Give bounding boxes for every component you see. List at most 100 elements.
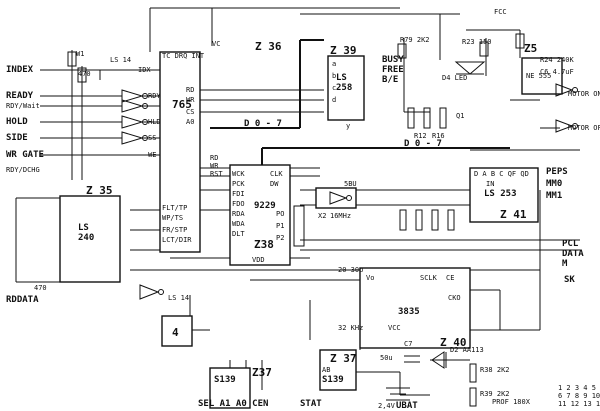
z39-ref: Z 39 <box>330 44 357 57</box>
sig-rd: RD <box>210 154 218 162</box>
chip-z35 <box>59 195 121 283</box>
pin-dw: DW <box>270 180 279 188</box>
pin-wck: WCK <box>232 170 245 178</box>
pin-ss: SS <box>148 134 156 142</box>
pin-a0: A0 <box>186 118 194 126</box>
pin-hld: HLD <box>148 118 161 126</box>
pin-fdi: FDI <box>232 190 245 198</box>
comp-d2: D2 AA113 <box>450 346 484 354</box>
z40-ref: Z 40 <box>440 336 467 349</box>
z37b-ref: Z37 <box>252 366 272 379</box>
pin-rda: RDA <box>232 210 245 218</box>
chip-z37b <box>209 367 251 409</box>
pin-lct: LCT/DIR <box>162 236 192 244</box>
comp-w1: W1 <box>76 50 84 58</box>
comp-c7: C7 <box>404 340 412 348</box>
comp-c6: C6 4.7uF <box>540 68 574 76</box>
z14-part: 4 <box>172 326 179 339</box>
pin-fdo: FDO <box>232 200 245 208</box>
sig-d07b: D 0 - 7 <box>404 139 442 149</box>
sig-mm1: MM1 <box>546 191 562 201</box>
z40-ce: CE <box>446 274 454 282</box>
z5-ref: Z5 <box>524 42 537 55</box>
gates <box>121 83 578 300</box>
z36-vcc: VC <box>212 40 220 48</box>
pin-we: WE <box>148 151 156 159</box>
pin-clk: CLK <box>270 170 283 178</box>
pin-dlt: DLT <box>232 230 245 238</box>
comp-ls14: LS 14 <box>110 56 131 64</box>
chip-z40 <box>359 267 471 349</box>
z36-part: 765 <box>172 98 192 111</box>
sig-side: SIDE <box>6 133 28 143</box>
sig-d07: D 0 - 7 <box>244 119 282 129</box>
svg-text:11 12 13 14 15: 11 12 13 14 15 <box>558 400 600 408</box>
chip-z41 <box>469 167 539 223</box>
comp-q1: Q1 <box>456 112 464 120</box>
z36-ref: Z 36 <box>255 40 282 53</box>
pin-pck: PCK <box>232 180 245 188</box>
z38-ref: Z38 <box>254 238 274 251</box>
pin-idx: IDX <box>138 66 151 74</box>
comp-x2: X2 <box>318 212 326 220</box>
sig-be: B/E <box>382 75 398 85</box>
sig-motor-off: MOTOR OFF <box>568 124 600 132</box>
pin-wr: WR <box>186 96 195 104</box>
sig-pcl: PCL <box>562 239 579 249</box>
sig-sk: SK <box>564 275 575 285</box>
sig-wrgate: WR GATE <box>6 150 44 160</box>
z37-part: S139 <box>322 375 344 385</box>
crystal-x2 <box>315 187 357 209</box>
sig-prof: PROF 180X <box>492 398 531 406</box>
z37-ab: AB <box>322 366 330 374</box>
z37b-part: S139 <box>214 375 236 385</box>
sig-mm0: MM0 <box>546 179 562 189</box>
pin-rdy: RDY <box>148 92 161 100</box>
comp-d4: D4 LED <box>442 74 467 82</box>
pin-z39-b: b <box>332 72 336 80</box>
sig-hold: HOLD <box>6 117 28 127</box>
chip-z37 <box>319 349 357 391</box>
svg-text:6 7 8 9 10: 6 7 8 9 10 <box>558 392 600 400</box>
comp-r79: R79 2K2 <box>400 36 430 44</box>
sig-wr: WR <box>210 162 219 170</box>
chip-z5 <box>521 57 563 95</box>
comp-crys2: 32 KHz <box>338 324 363 332</box>
sig-sel: SEL A1 A0 CEN <box>198 399 268 409</box>
sig-free: FREE <box>382 65 404 75</box>
z5-part: NE 555 <box>526 72 551 80</box>
z38-sub: VDD <box>252 256 265 264</box>
pin-wp: WP/TS <box>162 214 183 222</box>
sig-fcc: FCC <box>494 8 507 16</box>
chip-z36 <box>159 51 201 253</box>
sig-index: INDEX <box>6 65 34 75</box>
pin-fr: FR/STP <box>162 226 187 234</box>
comp-caps: 20-30p <box>338 266 363 274</box>
comp-c3: 50u <box>380 354 393 362</box>
sig-busy: BUSY <box>382 55 404 65</box>
comp-r24: R24 240K <box>540 56 575 64</box>
comp-xtal: 16MHz <box>330 212 351 220</box>
sig-rddata: RDDATA <box>6 295 39 305</box>
comp-ls14b: LS 14 <box>168 294 189 302</box>
comp-bat: 2,4V <box>378 402 396 410</box>
sig-m: M <box>562 259 568 269</box>
comp-r12: R12 <box>414 132 427 140</box>
svg-text:1 2 3 4 5: 1 2 3 4 5 <box>558 384 596 392</box>
sig-peps: PEPS <box>546 167 568 177</box>
pin-flt: FLT/TP <box>162 204 187 212</box>
z40-sclk: SCLK <box>420 274 438 282</box>
pin-z39-a: a <box>332 60 336 68</box>
sig-motor-on: MOTOR ON <box>568 90 600 98</box>
sig-ready: READY <box>6 91 34 101</box>
comp-r16: R16 <box>432 132 445 140</box>
pin-p1: P1 <box>276 222 284 230</box>
z41-line2: IN <box>486 180 494 188</box>
pin-list: 1 2 3 4 5 6 7 8 9 10 11 12 13 14 15 <box>558 384 600 408</box>
z36-tc: TC DRQ INT <box>162 52 205 60</box>
